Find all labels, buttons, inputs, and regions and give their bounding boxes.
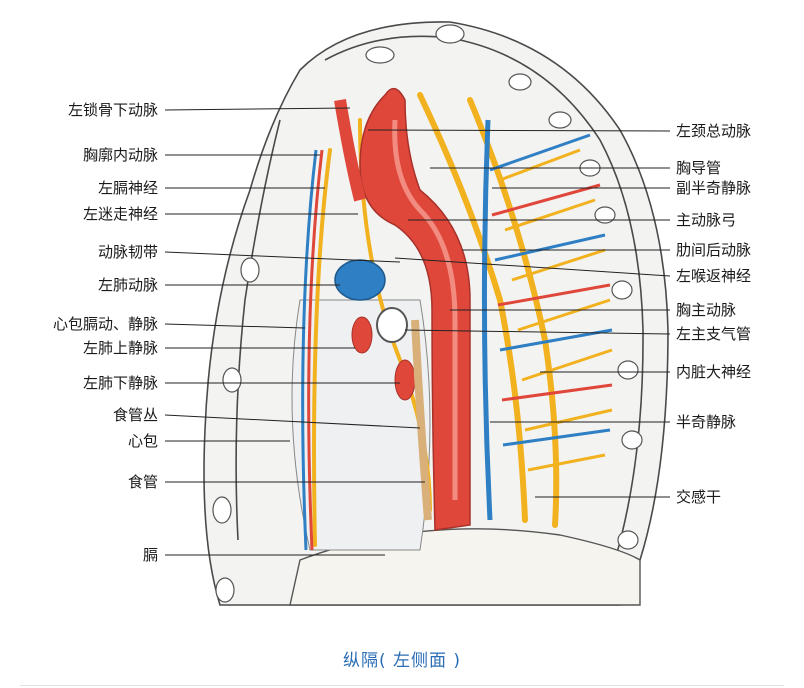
label-left-recurrent-laryngeal-nerve: 左喉返神经 — [676, 267, 752, 285]
left-inferior-pulmonary-vein — [394, 359, 416, 401]
label-pericardiacophrenic-vessels: 心包膈动、静脉 — [52, 315, 158, 333]
label-thoracic-duct: 胸导管 — [676, 159, 722, 177]
intercostal-vessels — [481, 119, 613, 521]
label-esophagus: 食管 — [127, 473, 158, 491]
leader-lines-left — [164, 107, 425, 556]
figure-caption: 纵隔( 左侧面 ) — [342, 651, 462, 671]
label-left-common-carotid-artery: 左颈总动脉 — [676, 122, 752, 140]
label-posterior-intercostal-arteries: 肋间后动脉 — [676, 241, 752, 259]
label-left-phrenic-nerve: 左膈神经 — [97, 179, 158, 197]
label-left-vagus-nerve: 左迷走神经 — [82, 205, 158, 223]
leader-lines-right — [367, 129, 671, 498]
label-greater-splanchnic-nerve: 内脏大神经 — [676, 363, 752, 381]
label-left-main-bronchus: 左主支气管 — [676, 325, 752, 343]
label-ligamentum-arteriosum: 动脉韧带 — [97, 243, 158, 261]
label-pericardium: 心包 — [127, 432, 158, 450]
label-esophageal-plexus: 食管丛 — [112, 406, 158, 424]
label-diaphragm: 膈 — [142, 546, 158, 564]
nerve-branches — [499, 148, 613, 472]
left-main-bronchus — [376, 307, 408, 343]
aorta-highlight — [392, 119, 458, 500]
aorta — [359, 87, 471, 531]
label-thoracic-aorta: 胸主动脉 — [676, 301, 737, 319]
left-superior-pulmonary-vein — [351, 316, 373, 354]
label-internal-thoracic-artery: 胸廓内动脉 — [82, 146, 158, 164]
label-left-subclavian-artery: 左锁骨下动脉 — [67, 101, 158, 119]
divider — [20, 685, 784, 686]
label-hemiazygos-vein: 半奇静脉 — [676, 413, 737, 431]
label-accessory-hemiazygos-vein: 副半奇静脉 — [676, 179, 752, 197]
label-sympathetic-trunk: 交感干 — [676, 488, 722, 506]
label-left-inferior-pulmonary-vein: 左肺下静脉 — [82, 374, 158, 392]
label-left-superior-pulmonary-vein: 左肺上静脉 — [82, 339, 158, 357]
left-subclavian-artery — [334, 99, 366, 202]
label-aortic-arch: 主动脉弓 — [676, 211, 737, 229]
label-left-pulmonary-artery: 左肺动脉 — [97, 276, 158, 294]
esophagus — [411, 319, 432, 521]
rib-sections — [212, 24, 643, 603]
left-pulmonary-artery — [334, 259, 386, 301]
pericardiacophrenic-vessels — [301, 149, 324, 551]
